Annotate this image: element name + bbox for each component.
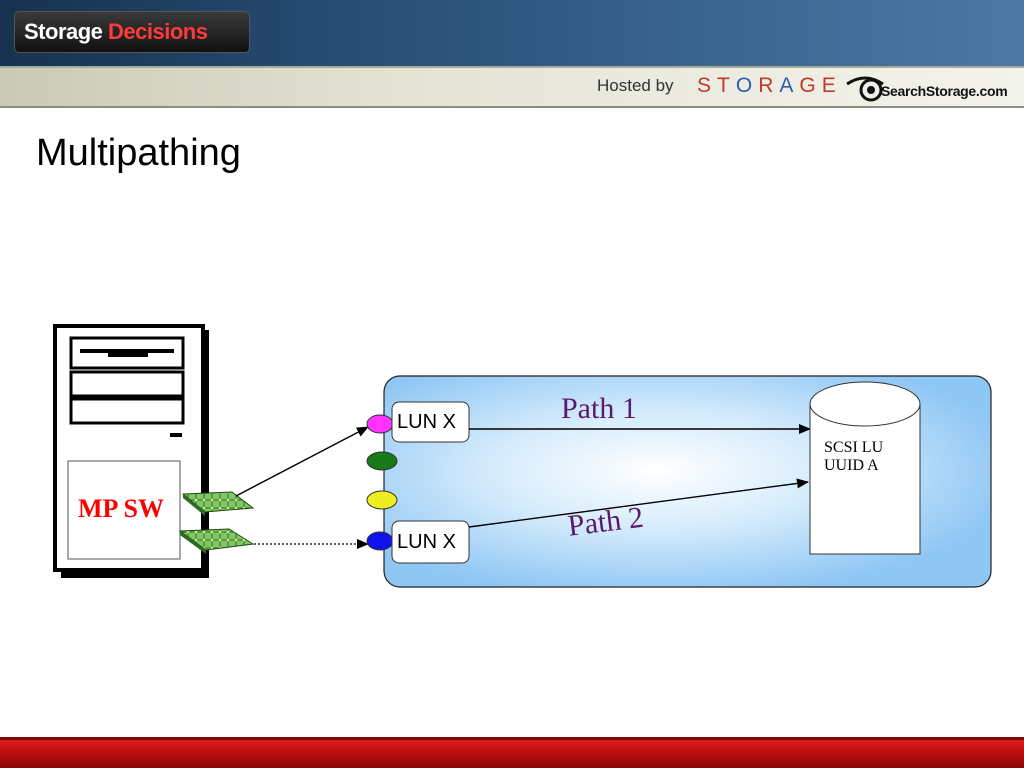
footer-bar — [0, 737, 1024, 768]
hba-card-top — [181, 491, 255, 516]
storage-magazine-logo: STORAGE — [697, 74, 842, 98]
server-tower — [53, 324, 209, 578]
hosted-by-label: Hosted by — [597, 76, 674, 95]
disk-label-line2: UUID A — [824, 457, 879, 474]
path-1-label: Path 1 — [561, 392, 637, 425]
lun-box-top — [391, 401, 470, 443]
logo-text: Storage Decisions — [24, 19, 208, 45]
logo-word-decisions: Decisions — [108, 19, 208, 44]
port-green — [366, 451, 398, 471]
lun-bottom-label: LUN X — [397, 531, 456, 553]
port-magenta — [366, 414, 394, 434]
port-yellow — [366, 490, 398, 510]
path-2-arrow — [468, 478, 809, 528]
logo-word-storage: Storage — [24, 19, 103, 44]
storage-logo-letter: E — [821, 74, 842, 97]
storage-logo-letter: O — [735, 74, 759, 97]
storage-logo-letter: S — [697, 74, 718, 97]
hba-link-top — [235, 426, 369, 497]
port-blue — [366, 531, 394, 551]
storage-logo-letter: R — [758, 74, 780, 97]
lun-top-label: LUN X — [397, 411, 456, 433]
storage-logo-letter: A — [779, 74, 800, 97]
disk-label-line1: SCSI LU — [824, 439, 884, 456]
mp-sw-label: MP SW — [78, 494, 164, 523]
scsi-disk-cylinder — [809, 381, 921, 555]
lun-box-bottom — [391, 520, 470, 564]
searchstorage-logo-text: SearchStorage.com — [881, 83, 1008, 99]
slide-title: Multipathing — [36, 132, 241, 174]
storage-decisions-logo — [14, 11, 250, 53]
storage-logo-letter: G — [799, 74, 822, 97]
storage-logo-letter: T — [717, 74, 736, 97]
sponsor-bar — [0, 66, 1024, 108]
hba-card-bottom — [178, 528, 255, 554]
searchstorage-eye-icon — [846, 76, 884, 102]
